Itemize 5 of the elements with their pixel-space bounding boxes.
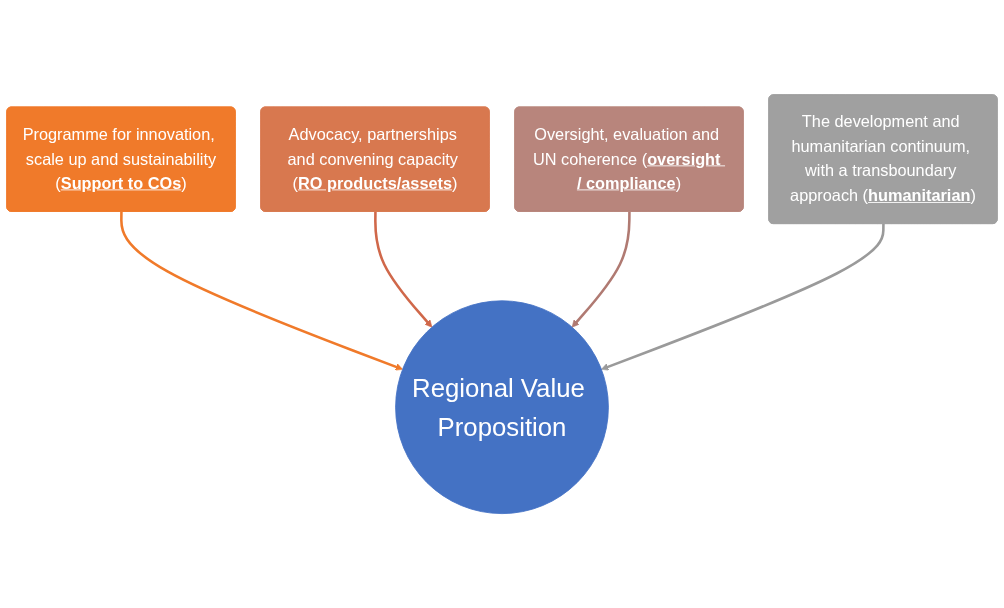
arrow	[571, 211, 631, 328]
node-circle: Regional Value Proposition	[395, 300, 609, 514]
arrow	[120, 211, 403, 371]
arrow	[374, 211, 433, 328]
arrow	[601, 223, 885, 371]
